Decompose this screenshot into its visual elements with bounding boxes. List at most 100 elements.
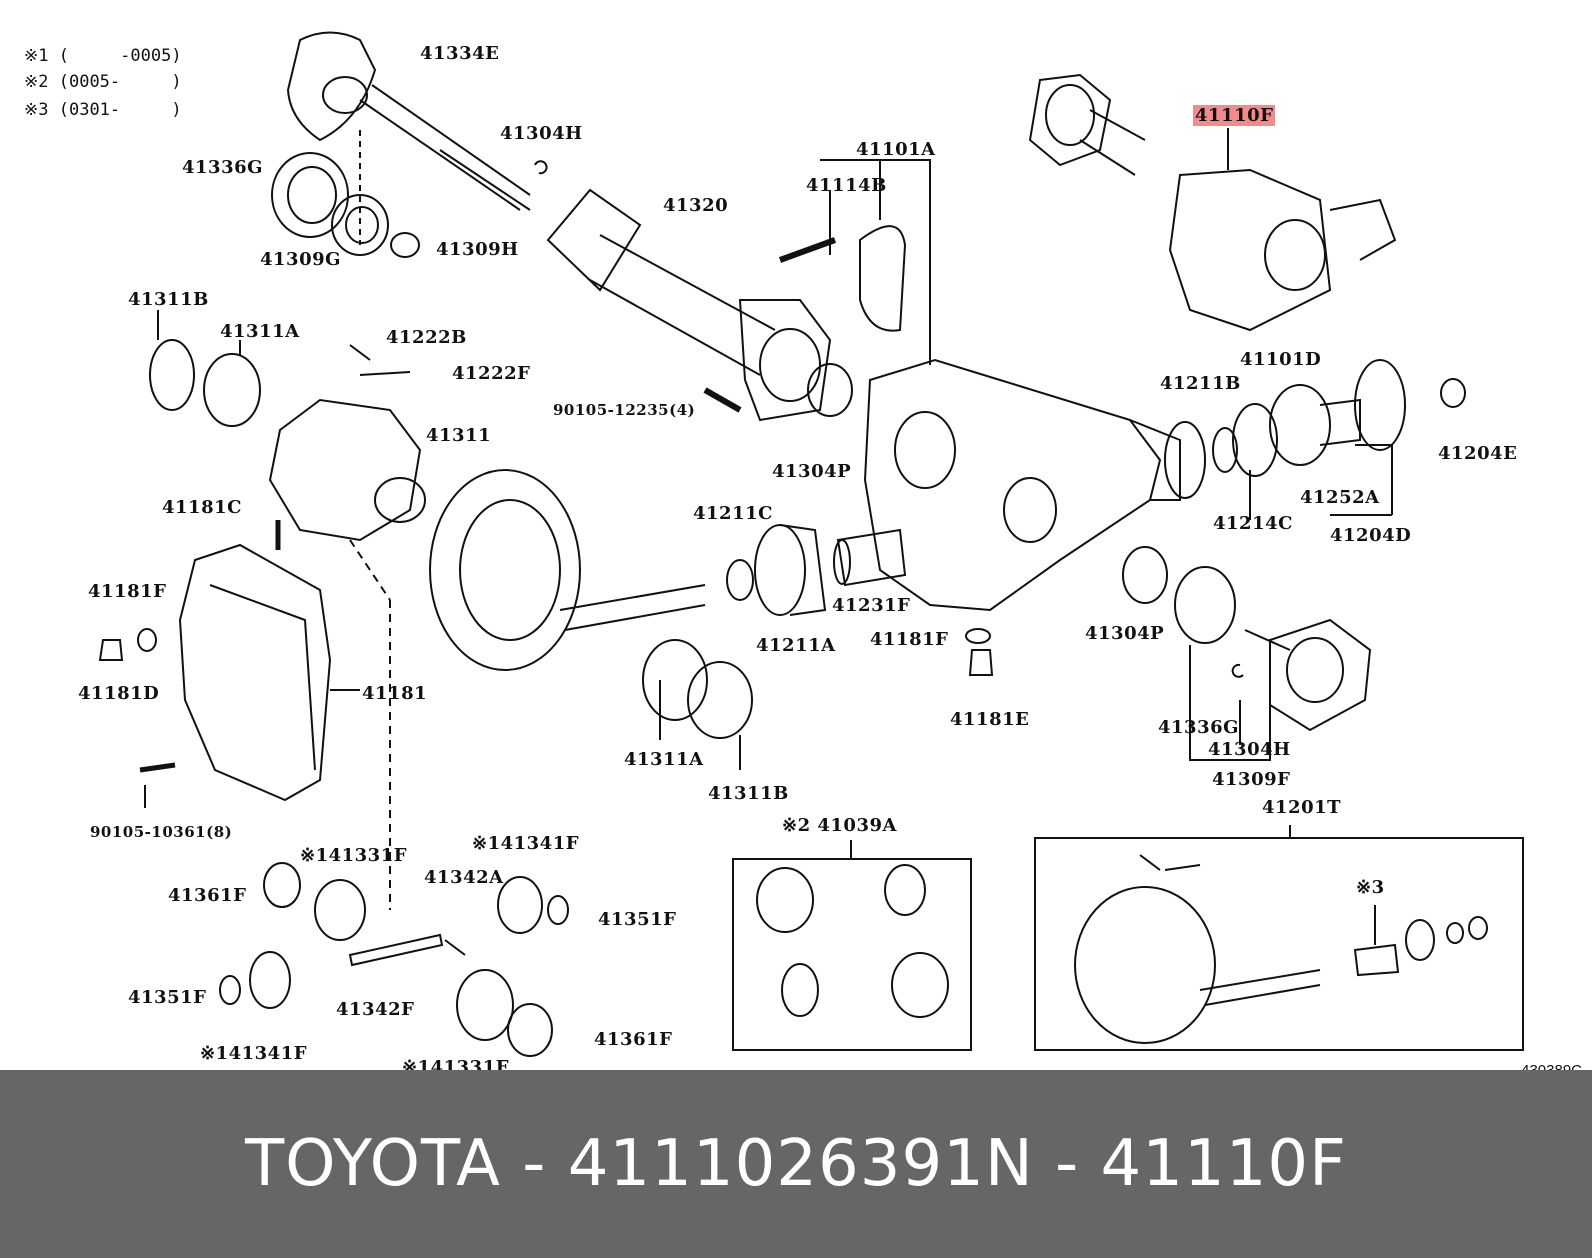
part-label-41309H: 41309H (436, 239, 519, 260)
carrier-housing (863, 358, 1181, 612)
washer-41351F (219, 975, 241, 1005)
part-label-41334E: 41334E (420, 43, 500, 64)
diagram-drawing (98, 31, 1524, 1057)
footer-caption: TOYOTA - 4111026391 N - 41110F (245, 1127, 1347, 1201)
part-label-41114B: 41114B (806, 175, 887, 196)
part-label-41204D: 41204D (1330, 525, 1412, 546)
kit-box-41201T (1034, 837, 1524, 1051)
part-number: 4111026391 (567, 1127, 985, 1201)
side-gear-41331F (456, 969, 514, 1041)
seal-41311B (687, 661, 753, 739)
part-label-41201T: 41201T (1262, 797, 1342, 818)
part-label-41304P: 41304P (772, 461, 852, 482)
part-label-41101A: 41101A (856, 139, 936, 160)
bearing-41311A (642, 639, 708, 721)
part-label-41204E: 41204E (1438, 443, 1518, 464)
bearing-cap (859, 225, 907, 332)
part-label-41039A: ※2 41039A (782, 815, 897, 836)
nut-41204E (1440, 378, 1466, 408)
part-label-90105-12235: 90105-12235(4) (553, 401, 696, 419)
part-label-41311A: 41311A (624, 749, 704, 770)
washer-41361F (507, 1003, 553, 1057)
snap-ring-41309H (390, 232, 420, 258)
pinion-gear-41341F (497, 876, 543, 934)
part-label-41331F: ※141331F (300, 845, 408, 866)
brand-name: TOYOTA (245, 1127, 501, 1201)
plug-41181E (968, 649, 994, 676)
differential-assembly-41110F (1028, 73, 1397, 332)
housing-tube-41320 (546, 188, 853, 422)
seal-41304P (1122, 546, 1168, 604)
washer-41361F (263, 862, 301, 908)
clip-41304H (1231, 663, 1244, 678)
part-label-41311B: 41311B (128, 289, 209, 310)
bolt-90105-10361 (139, 762, 176, 773)
bolt-90105-12235 (703, 387, 742, 413)
bearing-41211A (754, 524, 827, 616)
part-label-41320: 41320 (663, 195, 729, 216)
part-label-41351F: 41351F (598, 909, 677, 930)
note-2: ※2 (0005- ) (24, 72, 182, 92)
plug-41181D (98, 639, 124, 661)
cover-41181 (178, 543, 360, 802)
note-3: ※3 (0301- ) (24, 100, 182, 120)
footer-bar: TOYOTA - 4111026391 N - 41110F (0, 1070, 1592, 1258)
part-label-41311A: 41311A (220, 321, 300, 342)
washer-41351F (547, 895, 569, 925)
part-label-41342A: 41342A (424, 867, 504, 888)
part-label-41351F: 41351F (128, 987, 207, 1008)
bolt-41114B (778, 237, 837, 263)
part-label-41181E: 41181E (950, 709, 1030, 730)
kit-box-41039A (732, 858, 972, 1051)
ring-gear-pinion (429, 469, 706, 671)
bearing-41309G (331, 194, 389, 256)
washer-41181F (965, 628, 991, 644)
shaft-41342F (348, 933, 444, 967)
part-label-90105-10361: 90105-10361(8) (90, 823, 233, 841)
part-label-41304H: 41304H (1208, 739, 1291, 760)
part-label-41181C: 41181C (162, 497, 242, 518)
part-label-41341F: ※141341F (472, 833, 580, 854)
part-label-41309G: 41309G (260, 249, 341, 270)
flange-41204D (1269, 359, 1406, 466)
sleeve-41231F (833, 528, 907, 587)
parts-diagram: ※1 ( -0005) ※2 (0005- ) ※3 (0301- ) 4133… (24, 31, 1582, 1079)
bearing-41101D (1232, 403, 1278, 477)
bolt-41222B (349, 344, 411, 376)
note-1: ※1 ( -0005) (24, 46, 182, 66)
pin-41342A (444, 939, 466, 956)
part-label-41181D: 41181D (78, 683, 160, 704)
part-label-41211C: 41211C (693, 503, 773, 524)
part-label-41101D: 41101D (1240, 349, 1322, 370)
part-label-41336G: 41336G (182, 157, 263, 178)
part-label-41181F: 41181F (88, 581, 167, 602)
part-label-41311: 41311 (426, 425, 492, 446)
part-label-41309F: 41309F (1212, 769, 1291, 790)
part-label-41222F: 41222F (452, 363, 531, 384)
highlighted-part: 41110F (1193, 105, 1276, 126)
part-label-41361F: 41361F (168, 885, 247, 906)
seal-41311B (149, 339, 195, 411)
seal-41336G (1174, 566, 1236, 644)
side-gear-41331F (314, 879, 366, 941)
part-label-41342F: 41342F (336, 999, 415, 1020)
washer-41181F (137, 628, 157, 652)
part-label-41361F: 41361F (594, 1029, 673, 1050)
pinion-gear-41341F (249, 951, 291, 1009)
part-label-41211B: 41211B (1160, 373, 1241, 394)
part-label-41181: 41181 (362, 683, 428, 704)
diagram-ref: N - 41110F (984, 1127, 1347, 1201)
part-label-41336G: 41336G (1158, 717, 1239, 738)
part-label-41311B: 41311B (708, 783, 789, 804)
part-label-41211A: 41211A (756, 635, 836, 656)
part-label-41304H: 41304H (500, 123, 583, 144)
shaft-41309F (1244, 618, 1372, 732)
diff-case-41311 (268, 398, 426, 910)
note-3-marker: ※3 (1356, 877, 1385, 898)
part-label-41341F: ※141341F (200, 1043, 308, 1064)
part-label-41304P: 41304P (1085, 623, 1165, 644)
bearing-41311A (203, 353, 261, 427)
part-label-41214C: 41214C (1213, 513, 1293, 534)
part-label-41252A: 41252A (1300, 487, 1380, 508)
part-label-41181F: 41181F (870, 629, 949, 650)
